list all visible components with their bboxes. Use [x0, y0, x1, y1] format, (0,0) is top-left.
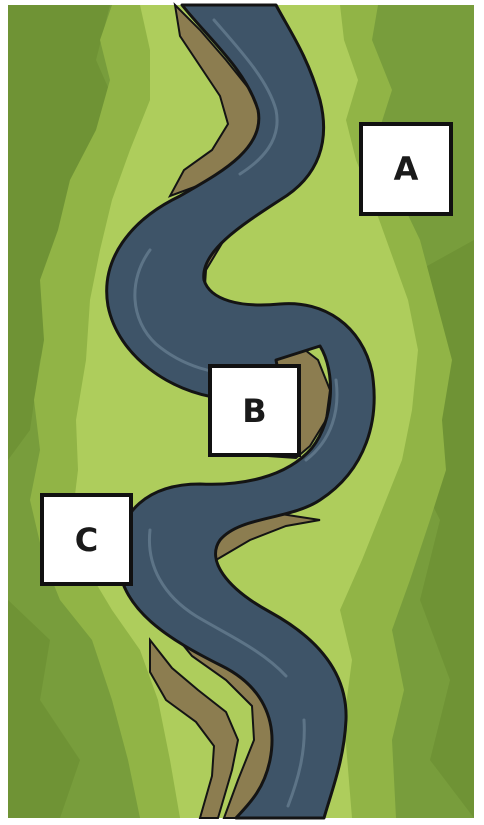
label-box-b: B — [208, 364, 301, 457]
label-box-c: C — [40, 493, 133, 586]
label-box-a: A — [359, 122, 453, 216]
